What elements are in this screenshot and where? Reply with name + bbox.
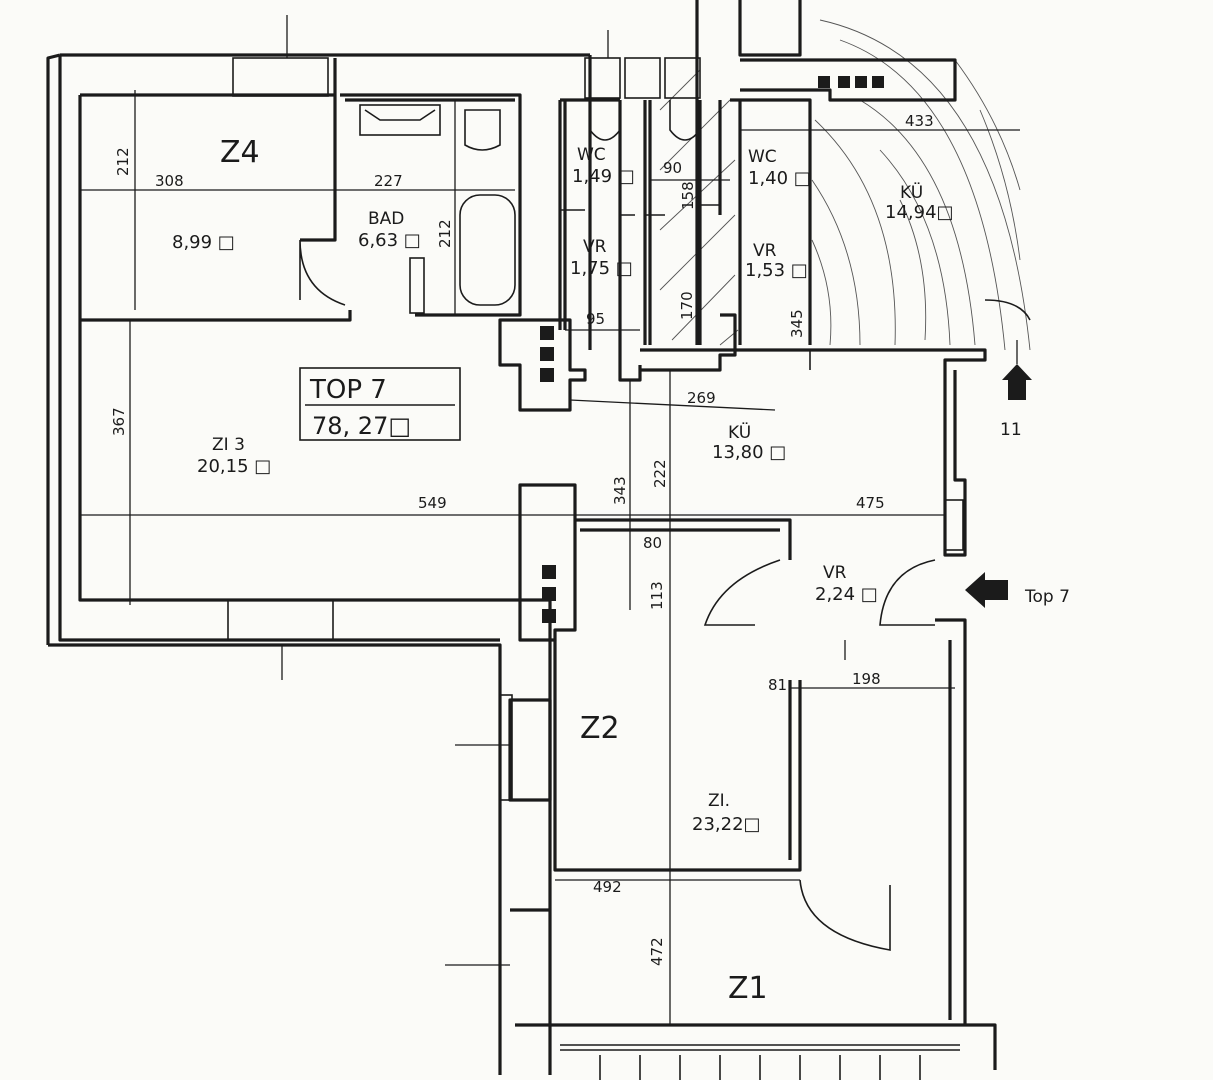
fixtures (359, 57, 964, 1080)
dim-345: 345 (788, 309, 806, 338)
dim-433: 433 (905, 112, 934, 130)
dim-222: 222 (651, 459, 669, 488)
room-wc1-area: 1,49 □ (572, 166, 635, 187)
room-kue2-area: 13,80 □ (712, 442, 786, 463)
room-wc1-name: WC (577, 145, 606, 165)
dim-90: 90 (663, 159, 682, 177)
dim-472: 472 (648, 937, 666, 966)
dim-212-a: 212 (114, 147, 132, 176)
room-zi1-name: ZI. (708, 791, 730, 811)
room-zi1-area: 23,22□ (692, 814, 761, 835)
room-vr1-area: 1,75 □ (570, 258, 633, 279)
interior-walls (80, 58, 812, 872)
room-zi3-area: 20,15 □ (197, 456, 271, 477)
dim-227: 227 (374, 172, 403, 190)
room-z1-name: Z1 (728, 971, 768, 1006)
dim-198: 198 (852, 670, 881, 688)
dim-80: 80 (643, 534, 662, 552)
dim-269: 269 (687, 389, 716, 407)
dim-475: 475 (856, 494, 885, 512)
room-z2-name: Z2 (580, 711, 620, 746)
entrance-arrow-icon (965, 572, 1008, 608)
room-wc2-name: WC (748, 147, 777, 167)
dim-212-b: 212 (436, 219, 454, 248)
room-z4-name: Z4 (220, 135, 260, 170)
dimension-lines (80, 15, 1020, 1025)
dim-113: 113 (648, 581, 666, 610)
dim-308: 308 (155, 172, 184, 190)
room-vr1-name: VR (583, 237, 607, 257)
room-kue1-area: 14,94□ (885, 202, 954, 223)
room-vr2-area: 1,53 □ (745, 260, 808, 281)
stair-number: 11 (1000, 420, 1022, 440)
room-zi3-name: ZI 3 (212, 435, 245, 455)
dim-492: 492 (593, 878, 622, 896)
dim-343: 343 (611, 476, 629, 505)
hatched-stair-area (659, 19, 1031, 351)
dim-81: 81 (768, 676, 787, 694)
room-vr3-area: 2,24 □ (815, 584, 878, 605)
unit-title: TOP 7 (309, 375, 387, 405)
outer-walls (46, 0, 997, 1075)
dim-549: 549 (418, 494, 447, 512)
unit-title-box (299, 367, 461, 441)
dim-158: 158 (679, 181, 697, 210)
room-kue2-name: KÜ (728, 421, 751, 443)
dim-367: 367 (110, 407, 128, 436)
room-z4-area: 8,99 □ (172, 232, 235, 253)
doors (299, 204, 1031, 951)
room-vr2-name: VR (753, 241, 777, 261)
room-bad-area: 6,63 □ (358, 230, 421, 251)
room-kue1-name: KÜ (900, 181, 923, 203)
dim-95: 95 (586, 310, 605, 328)
entrance-label: Top 7 (1024, 587, 1070, 607)
room-wc2-area: 1,40 □ (748, 168, 811, 189)
dim-170: 170 (678, 291, 696, 320)
room-vr3-name: VR (823, 563, 847, 583)
room-bad-name: BAD (368, 209, 404, 229)
stair-arrow-icon (1002, 340, 1032, 400)
unit-area: 78, 27□ (312, 412, 411, 440)
